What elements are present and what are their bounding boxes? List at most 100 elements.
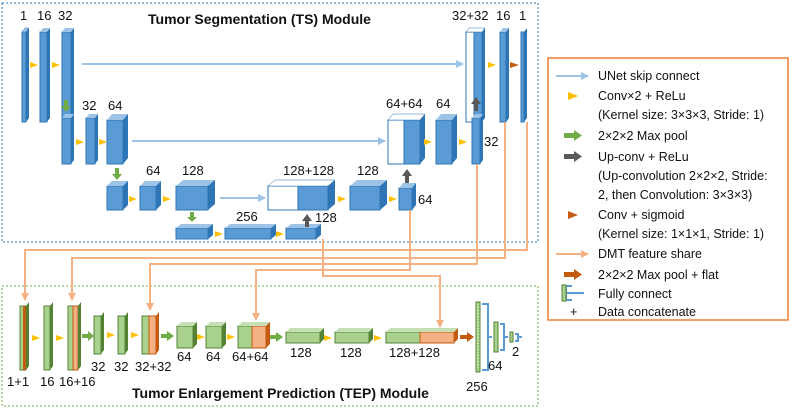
ts-block-64-up-l3	[398, 183, 416, 211]
fully-connect-icon	[561, 284, 584, 302]
legend-label-dmt: DMT feature share	[598, 247, 702, 261]
tep-label-16: 16	[40, 374, 54, 389]
ts-block-64-l3	[106, 181, 128, 211]
ts-block-1-out	[520, 28, 527, 123]
ts-block-64plus64	[387, 113, 426, 165]
ts-block-32plus32	[465, 27, 486, 123]
ts-block-16	[39, 28, 50, 123]
tep-fully-connect-links	[482, 303, 522, 371]
legend-frame	[547, 57, 789, 321]
ts-l1-label-1-out: 1	[519, 8, 526, 23]
conv-relu-arrow-icon	[568, 92, 578, 100]
ts-block-1	[21, 27, 30, 123]
up-conv-arrow-icon	[564, 151, 582, 162]
tep-block-64b	[205, 322, 226, 349]
ts-block-32b-l2	[85, 114, 98, 165]
tep-label-2: 2	[512, 344, 519, 359]
tep-labels: 1+1 16 16+16 32 32 32+32 64 64 64+64 128…	[7, 344, 519, 394]
tep-fc-64	[493, 321, 499, 353]
tep-label-1plus1: 1+1	[7, 374, 29, 389]
ts-bottleneck-label-128: 128	[315, 210, 337, 225]
tep-label-256: 256	[466, 379, 488, 394]
tep-block-32b	[117, 312, 128, 355]
tep-block-128plus128	[385, 328, 458, 344]
ts-l1-label-32: 32	[58, 8, 72, 23]
legend-label-sigmoid: Conv + sigmoid	[598, 208, 685, 222]
ts-l1-label-1: 1	[20, 8, 27, 23]
conv-sigmoid-arrow-icon	[568, 211, 578, 219]
legend-label-conv: Conv×2 + ReLu	[598, 89, 686, 103]
legend-label-upconv-detail1: (Up-convolution 2×2×2, Stride:	[598, 169, 768, 183]
ts-block-64-l2	[106, 114, 128, 165]
tep-module-title: Tumor Enlargement Prediction (TEP) Modul…	[132, 385, 429, 401]
ts-decoder-level2: 64+64 64 32	[386, 96, 498, 165]
legend-label-conv-detail: (Kernel size: 3×3×3, Stride: 1)	[598, 108, 764, 122]
tep-label-64b: 64	[206, 349, 220, 364]
tep-block-128b	[334, 328, 373, 344]
ts-block-32-up	[471, 114, 483, 165]
ts-block-128plus128	[267, 179, 336, 211]
ts-block-64-up	[435, 114, 457, 165]
tep-block-128a	[285, 328, 324, 344]
tep-max-pool-flat-arrow	[460, 332, 474, 342]
tep-block-16	[43, 302, 53, 371]
tep-label-128b: 128	[340, 345, 362, 360]
ts-l2-label-64: 64	[108, 98, 122, 113]
ts-block-128-bottom	[175, 224, 213, 240]
ts-l3-label-128plus128: 128+128	[283, 163, 334, 178]
legend-label-skip: UNet skip connect	[598, 69, 700, 83]
tep-block-64plus64	[237, 322, 270, 349]
tep-block-1plus1	[19, 302, 29, 371]
ts-l3-label-64-up: 64	[418, 192, 432, 207]
ts-sigmoid-arrow	[510, 62, 519, 68]
ts-module-frame	[1, 2, 539, 243]
legend-label-sigmoid-detail: (Kernel size: 1×1×1, Stride: 1)	[598, 227, 764, 241]
tep-block-32a	[93, 312, 104, 355]
ts-block-32-l2	[61, 114, 74, 165]
max-pool-flat-arrow-icon	[564, 269, 582, 280]
ts-max-pool-arrows	[61, 100, 197, 222]
tep-block-16plus16	[67, 302, 81, 371]
legend-label-maxpool: 2×2×2 Max pool	[598, 129, 688, 143]
ts-l1-label-16-up: 16	[496, 8, 510, 23]
legend-label-concat: Data concatenate	[598, 305, 696, 319]
ts-block-128-l3	[175, 180, 215, 211]
tep-label-128plus128: 128+128	[389, 345, 440, 360]
tep-label-64-fc: 64	[488, 358, 502, 373]
ts-l2-label-32-up: 32	[484, 134, 498, 149]
tep-label-64plus64: 64+64	[232, 349, 269, 364]
ts-bottleneck-label-256: 256	[236, 209, 258, 224]
ts-l3-label-128-up: 128	[357, 163, 379, 178]
ts-l2-label-64plus64: 64+64	[386, 96, 423, 111]
plus-icon: +	[570, 305, 577, 319]
ts-l2-label-32: 32	[82, 98, 96, 113]
tep-block-64a	[176, 322, 197, 349]
tep-fc-2	[509, 331, 514, 343]
ts-l1-label-16: 16	[37, 8, 51, 23]
ts-block-32	[61, 28, 74, 123]
tep-label-32plus32: 32+32	[135, 359, 172, 374]
tep-label-32a: 32	[91, 359, 105, 374]
ts-encoder-level1: 1 16 32	[20, 8, 74, 123]
ts-l1-label-32plus32: 32+32	[452, 8, 489, 23]
legend-label-maxpool-flat: 2×2×2 Max pool + flat	[598, 268, 719, 282]
ts-block-64b-l3	[139, 181, 161, 211]
ts-encoder-level2: 32 64	[61, 98, 128, 165]
tep-label-16plus16: 16+16	[59, 374, 96, 389]
tep-pool-arrows	[82, 331, 283, 342]
tep-module-frame	[1, 285, 539, 407]
dmt-feature-share-lines	[21, 122, 528, 328]
ts-decoder-level1: 32+32 16 1	[452, 8, 527, 123]
ts-encoder-level3: 64 128	[106, 163, 215, 211]
max-pool-arrow-icon	[564, 130, 582, 141]
legend-label-upconv-detail2: 2, then Convolution: 3×3×3)	[598, 188, 752, 202]
tep-label-64a: 64	[177, 349, 191, 364]
tep-label-32b: 32	[114, 359, 128, 374]
tep-conv-arrows	[32, 332, 382, 341]
ts-block-256-a	[224, 224, 276, 240]
legend-label-upconv: Up-conv + ReLu	[598, 150, 689, 164]
ts-module-title: Tumor Segmentation (TS) Module	[148, 11, 371, 27]
ts-block-256-b	[285, 224, 321, 240]
ts-block-16-up	[499, 28, 509, 123]
legend-label-fc: Fully connect	[598, 287, 672, 301]
